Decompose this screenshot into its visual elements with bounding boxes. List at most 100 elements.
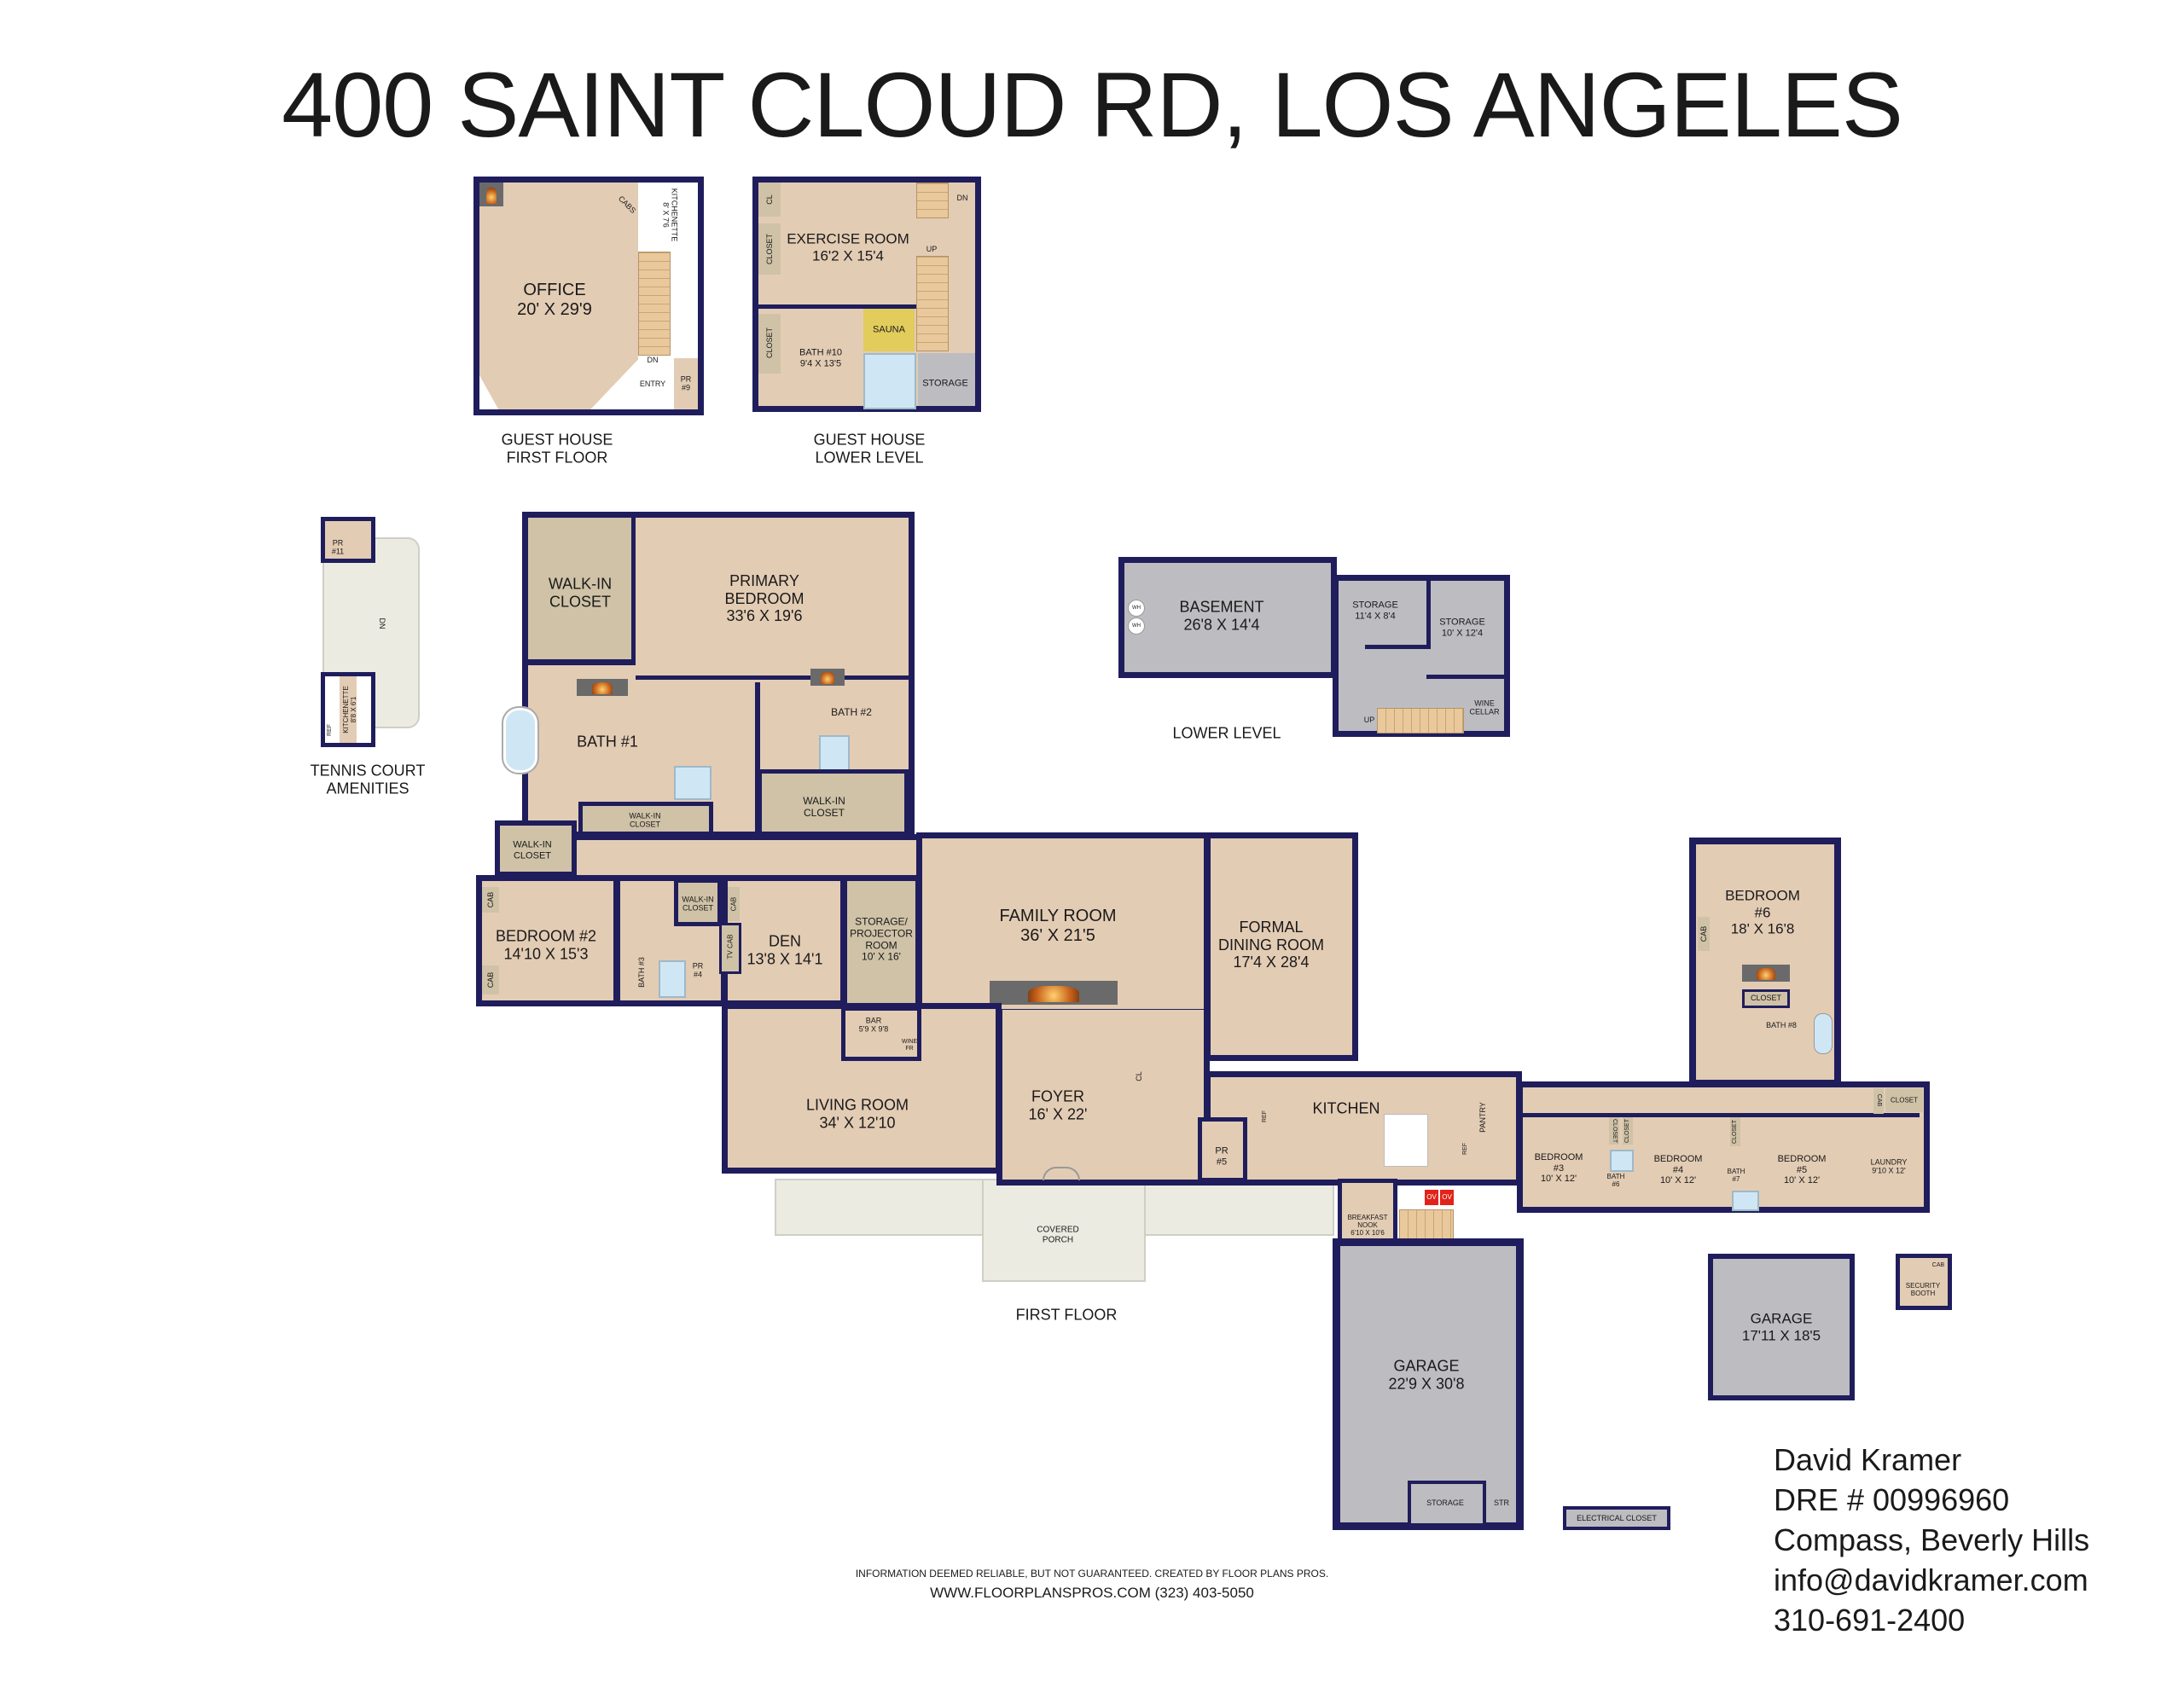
caption-line: GUEST HOUSE [813, 431, 926, 449]
ref-label: REF [1461, 1143, 1468, 1155]
room-name: BATH #10 [799, 347, 842, 358]
shower-icon [659, 960, 686, 998]
room-name: BATH [1606, 1172, 1625, 1180]
garage2-room [1708, 1254, 1855, 1400]
room-name: BASEMENT [1179, 598, 1264, 616]
pr11-room [321, 517, 375, 563]
closet [1742, 989, 1790, 1008]
room-name: CLOSET [803, 807, 845, 819]
cabinet [482, 887, 499, 913]
closet-label: CLOSET [1731, 1119, 1738, 1145]
wall [758, 304, 916, 309]
bathtub-icon [1814, 1013, 1833, 1054]
shower-icon [863, 353, 916, 409]
floorplan-contact: WWW.FLOORPLANSPROS.COM (323) 403-5050 [930, 1585, 1254, 1601]
room-number: #5 [1796, 1164, 1808, 1175]
bath3-label: BATH #3 [636, 957, 646, 988]
caption-line: AMENITIES [326, 780, 410, 797]
room-dims: 11'4 X 8'4 [1355, 611, 1396, 621]
room-name: BATH [1727, 1167, 1745, 1175]
room-name: STORAGE [1352, 600, 1398, 611]
room-number: #9 [681, 384, 691, 392]
room-name: WALK-IN [548, 575, 613, 593]
room-number: #3 [1553, 1162, 1565, 1174]
cab-label: CAB [1931, 1261, 1945, 1268]
electrical-closet-label: ELECTRICAL CLOSET [1577, 1513, 1657, 1522]
room-dims: 10' X 16' [862, 950, 901, 963]
front-door-icon[interactable] [1043, 1167, 1080, 1180]
walk-in-closet-left [495, 820, 577, 877]
room-name: DEN [768, 932, 802, 950]
fireplace-icon [479, 183, 503, 206]
room-name: BEDROOM [1777, 1154, 1827, 1165]
bath2-label: BATH #2 [831, 706, 872, 719]
dn-label: DN [378, 617, 387, 629]
stairs [1377, 708, 1464, 733]
wall [636, 675, 909, 680]
agent-brokerage: Compass, Beverly Hills [1774, 1522, 2090, 1557]
room-name: FORMAL [1239, 918, 1304, 936]
pr9-room [674, 358, 698, 409]
closet-b-label: CLOSET [764, 327, 774, 359]
stairs [916, 256, 949, 351]
closet-b [758, 314, 781, 374]
room-name: PR [1215, 1145, 1228, 1157]
room-number: #11 [331, 548, 345, 556]
stairs [638, 252, 671, 356]
closet-label: CLOSET [1890, 1096, 1919, 1104]
room-dims: 14'10 X 15'3 [503, 945, 589, 962]
room-dims: 10' X 12'4 [1441, 628, 1484, 638]
entry-label: ENTRY [639, 379, 666, 388]
room-name: WALK-IN [682, 895, 714, 904]
lower-level-caption: LOWER LEVEL [1172, 724, 1281, 742]
caption-line: FIRST FLOOR [506, 449, 608, 466]
room-name: FOYER [1031, 1087, 1084, 1105]
kitchen-label: KITCHEN [1312, 1099, 1380, 1117]
tv-cabinet [719, 923, 741, 974]
room-name: CLOSET [629, 820, 661, 829]
room-name: COVERED [1037, 1225, 1079, 1235]
room-name: EXERCISE ROOM [787, 230, 909, 247]
room-dims: 13'8 X 14'1 [746, 950, 823, 967]
closet [1730, 1117, 1740, 1146]
shower-icon [1610, 1150, 1634, 1172]
room-dims: 17'11 X 18'5 [1741, 1327, 1821, 1343]
room-name: CLOSET [549, 593, 612, 610]
room-name: CLOSET [513, 850, 551, 861]
oven-icon: OV [1440, 1190, 1454, 1205]
shower-icon [819, 735, 850, 773]
agent-email[interactable]: info@davidkramer.com [1774, 1562, 2088, 1597]
wall [1426, 580, 1431, 648]
closet [1623, 1117, 1633, 1145]
fireplace-icon [1742, 965, 1790, 982]
pr11-label: PR#11 [332, 539, 344, 557]
room-name: BAR [865, 1016, 882, 1025]
up-label: UP [1363, 715, 1375, 724]
bathtub-icon [502, 706, 539, 774]
room-name: BREAKFAST [1347, 1214, 1388, 1222]
agent-info: David Kramer DRE # 00996960 Compass, Bev… [1774, 1440, 2089, 1640]
room-name: OFFICE [523, 281, 586, 299]
bedroom-wing [1517, 1081, 1930, 1213]
room-dims: 6'10 X 10'6 [1350, 1229, 1385, 1238]
cab-label: CAB [1876, 1093, 1883, 1107]
agent-name: David Kramer [1774, 1442, 1962, 1477]
room-dims: 36' X 21'5 [1020, 926, 1095, 945]
bath6-label: BATH#6 [1607, 1173, 1625, 1188]
agent-phone[interactable]: 310-691-2400 [1774, 1603, 1966, 1638]
